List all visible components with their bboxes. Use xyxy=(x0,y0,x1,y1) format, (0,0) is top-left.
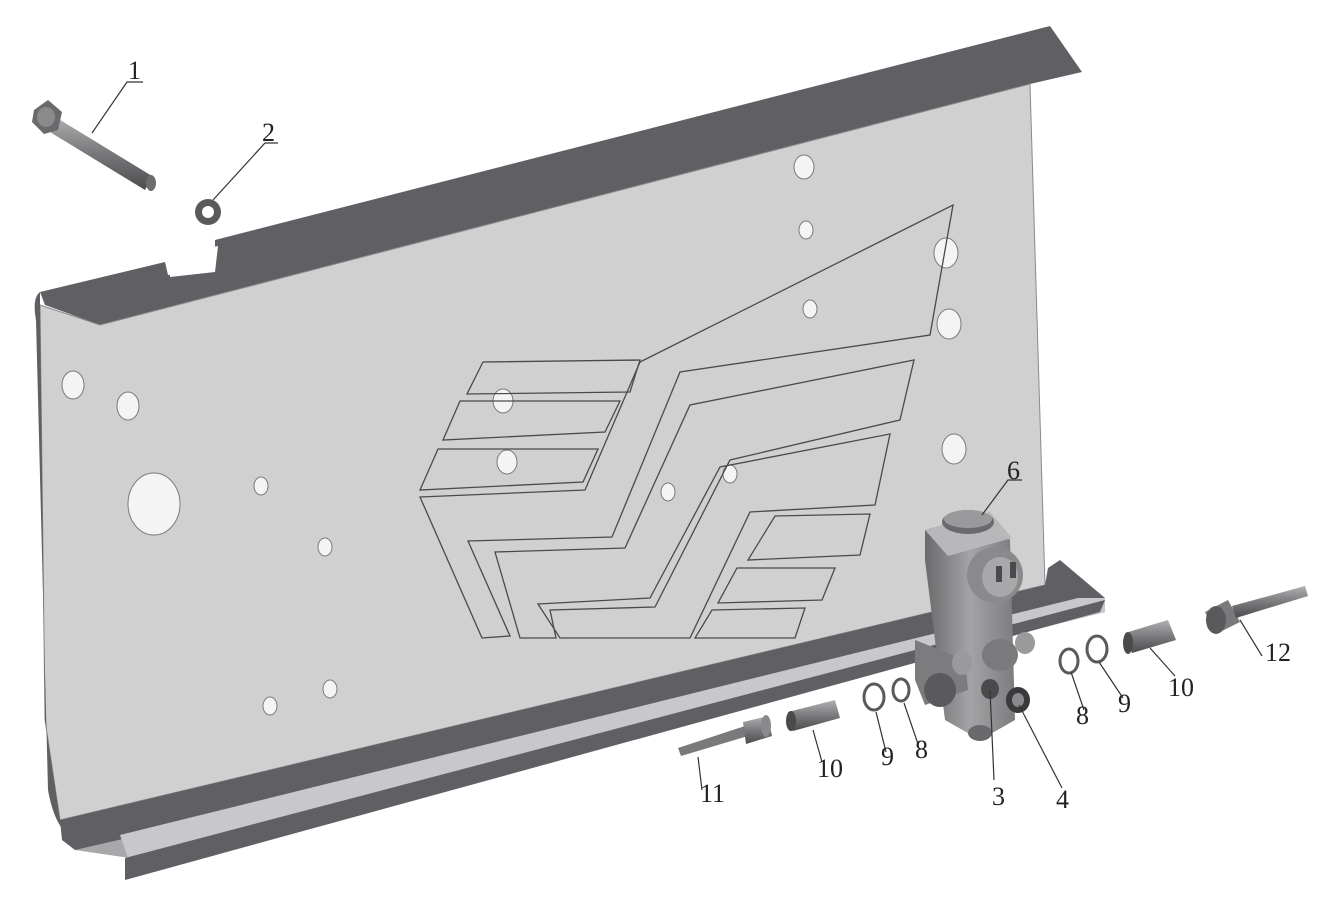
left-edge xyxy=(34,292,75,840)
valve-body xyxy=(915,510,1035,741)
callout-8-right: 8 xyxy=(1076,701,1089,730)
hole xyxy=(317,537,333,557)
seal-ring-8-left xyxy=(891,677,911,703)
callout-4: 4 xyxy=(1056,785,1069,814)
bottom-flange-lip xyxy=(120,598,1105,858)
hole xyxy=(933,237,959,269)
callout-9-right: 9 xyxy=(1118,689,1131,718)
hole xyxy=(793,154,815,180)
callout-10-left: 10 xyxy=(817,754,843,783)
callout-10-right: 10 xyxy=(1168,673,1194,702)
pipe-fitting-11 xyxy=(678,715,772,756)
callout-1: 1 xyxy=(128,56,141,85)
callout-8-left: 8 xyxy=(915,735,928,764)
seal-ring-9-left xyxy=(862,682,886,712)
hole xyxy=(61,370,85,400)
bottom-flange-dark xyxy=(125,600,1105,880)
hole xyxy=(798,220,814,240)
hole xyxy=(722,464,738,484)
emblem-outline xyxy=(418,203,954,639)
hole xyxy=(936,308,962,340)
top-flange-notch xyxy=(168,246,218,277)
callout-2: 2 xyxy=(262,118,275,147)
large-hole xyxy=(127,472,181,536)
callouts: 1 2 6 3 4 8 9 10 12 11 10 9 8 xyxy=(128,56,1291,814)
panel-holes xyxy=(61,154,967,716)
bottom-flange-edge xyxy=(60,560,1105,850)
callout-3: 3 xyxy=(992,782,1005,811)
washer xyxy=(195,199,221,225)
seal-ring-9-right xyxy=(1085,634,1109,664)
hole xyxy=(322,679,338,699)
hole xyxy=(253,476,269,496)
union-10-right xyxy=(1123,620,1176,654)
seal-ring-8-right xyxy=(1058,647,1080,675)
frame-panel xyxy=(34,26,1105,880)
leader-lines xyxy=(91,81,1263,791)
pipe-fitting-12 xyxy=(1205,586,1308,634)
callout-9-left: 9 xyxy=(881,742,894,771)
hole xyxy=(116,391,140,421)
hole xyxy=(802,299,818,319)
bolt xyxy=(32,100,156,191)
callout-11: 11 xyxy=(700,779,725,808)
hole xyxy=(941,433,967,465)
hole xyxy=(496,449,518,475)
callout-12: 12 xyxy=(1265,638,1291,667)
hole xyxy=(262,696,278,716)
callout-6: 6 xyxy=(1007,456,1020,485)
top-flange xyxy=(40,26,1082,325)
union-10-left xyxy=(786,700,840,731)
hole xyxy=(660,482,676,502)
